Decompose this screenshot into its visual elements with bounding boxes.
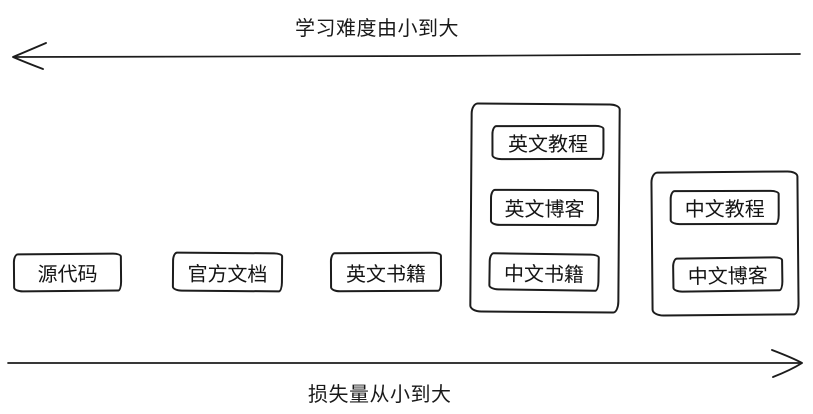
node-english-blogs: 英文博客: [489, 188, 600, 227]
top-axis-label: 学习难度由小到大: [295, 18, 459, 40]
node-english-books: 英文书籍: [329, 251, 443, 293]
group-english-cluster: 英文教程 英文博客 中文书籍: [469, 102, 621, 314]
bottom-axis-label: 损失量从小到大: [308, 384, 452, 406]
node-english-tutorials: 英文教程: [491, 124, 605, 161]
node-chinese-tutorials: 中文教程: [669, 189, 780, 226]
left-arrow: [12, 42, 801, 70]
node-source-code: 源代码: [12, 252, 123, 293]
node-chinese-tutorials-label: 中文教程: [684, 198, 765, 222]
node-chinese-blogs-label: 中文博客: [687, 265, 768, 289]
node-official-docs-label: 官方文档: [187, 263, 268, 286]
node-english-books-label: 英文书籍: [345, 263, 427, 286]
node-chinese-blogs: 中文博客: [672, 256, 784, 293]
right-arrow: [7, 349, 803, 378]
node-english-tutorials-label: 英文教程: [507, 133, 588, 157]
left-arrowhead-icon: [12, 42, 47, 70]
node-official-docs: 官方文档: [171, 251, 284, 293]
group-chinese-cluster: 中文教程 中文博客: [650, 170, 800, 317]
node-chinese-books: 中文书籍: [488, 252, 600, 292]
right-arrowhead-icon: [771, 349, 803, 378]
node-chinese-books-label: 中文书籍: [503, 262, 585, 287]
node-source-code-label: 源代码: [37, 263, 98, 287]
left-arrow-line: [13, 53, 801, 58]
node-english-blogs-label: 英文博客: [504, 198, 585, 222]
